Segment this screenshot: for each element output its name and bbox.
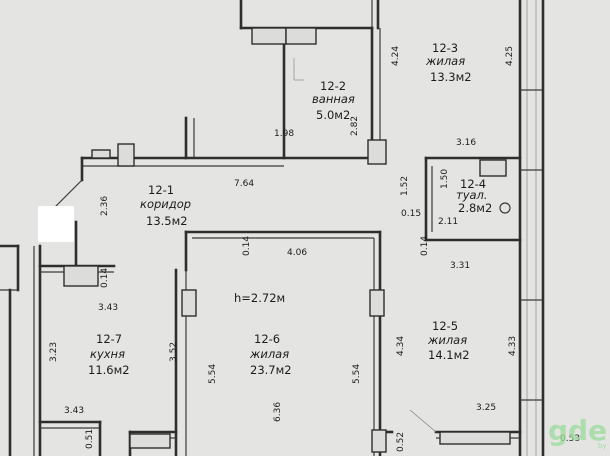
- dimension-label: 0.14: [242, 236, 252, 256]
- dimension-label: 2.36: [100, 196, 110, 216]
- dimension-label: 0.14: [100, 268, 110, 288]
- room-12-7: 12-7 кухня 11.6м2: [88, 332, 130, 377]
- dimensions: 1.98 3.16 7.64 0.15 2.11 4.06 3.31 3.43 …: [49, 46, 580, 452]
- room-12-1: 12-1 коридор 13.5м2: [140, 183, 191, 228]
- room-area: 11.6м2: [88, 363, 130, 377]
- dimension-label: 0.53: [560, 434, 580, 444]
- room-name: ванная: [312, 92, 355, 106]
- room-id: 12-1: [148, 183, 174, 197]
- room-12-2: 12-2 ванная 5.0м2: [312, 79, 355, 122]
- room-area: 14.1м2: [428, 348, 470, 362]
- dimension-label: 1.50: [440, 169, 450, 189]
- dimension-label: 6.36: [273, 402, 283, 422]
- room-area: 13.5м2: [146, 214, 188, 228]
- dimension-label: 4.06: [287, 248, 307, 258]
- walls: [0, 0, 545, 456]
- room-12-6: h=2.72м 12-6 жилая 23.7м2: [234, 291, 292, 377]
- room-area: 2.8м2: [458, 201, 492, 215]
- dimension-label: 1.52: [400, 176, 410, 196]
- room-name: кухня: [90, 347, 125, 361]
- room-name: жилая: [425, 54, 465, 68]
- shafts: [63, 27, 511, 453]
- room-name: туал.: [456, 188, 488, 202]
- dimension-label: 4.33: [508, 336, 518, 356]
- dimension-label: 0.51: [85, 429, 95, 449]
- redaction-block: [38, 206, 74, 242]
- dimension-label: 4.25: [505, 46, 515, 66]
- room-id: 12-3: [432, 41, 458, 55]
- dimension-label: 7.64: [234, 179, 254, 189]
- dimension-label: 2.11: [438, 217, 458, 227]
- dimension-label: 3.25: [476, 403, 496, 413]
- room-id: 12-6: [254, 332, 280, 346]
- dimension-label: 5.54: [208, 364, 218, 384]
- room-12-3: 12-3 жилая 13.3м2: [425, 41, 472, 84]
- dimension-label: 3.31: [450, 261, 470, 271]
- dimension-label: 0.52: [396, 432, 406, 452]
- room-id: 12-2: [320, 79, 346, 93]
- dimension-label: 5.54: [352, 364, 362, 384]
- watermark-logo: gde by: [548, 414, 607, 450]
- dimension-label: 3.16: [456, 138, 476, 148]
- room-area: 13.3м2: [430, 70, 472, 84]
- room-name: жилая: [427, 333, 467, 347]
- room-id: 12-4: [460, 177, 486, 191]
- room-name: коридор: [140, 197, 191, 211]
- room-id: 12-5: [432, 319, 458, 333]
- dimension-label: 0.14: [420, 236, 430, 256]
- dimension-label: 3.43: [64, 406, 84, 416]
- room-area: 5.0м2: [316, 108, 350, 122]
- room-12-4: 12-4 туал. 2.8м2: [456, 177, 492, 215]
- room-name: жилая: [249, 347, 289, 361]
- dimension-label: 1.98: [274, 129, 294, 139]
- room-area: 23.7м2: [250, 363, 292, 377]
- watermark-text: gde: [548, 414, 607, 447]
- dimension-label: 3.52: [169, 342, 179, 362]
- room-id: 12-7: [96, 332, 122, 346]
- dimension-label: 0.15: [401, 209, 421, 219]
- dimension-label: 2.82: [350, 116, 360, 136]
- dimension-label: 3.43: [98, 303, 118, 313]
- dimension-label: 4.24: [391, 46, 401, 66]
- watermark-subtext: by: [598, 442, 607, 450]
- ceiling-height: h=2.72м: [234, 291, 285, 305]
- dimension-label: 4.34: [396, 336, 406, 356]
- room-12-5: 12-5 жилая 14.1м2: [427, 319, 470, 362]
- dimension-label: 3.23: [49, 342, 59, 362]
